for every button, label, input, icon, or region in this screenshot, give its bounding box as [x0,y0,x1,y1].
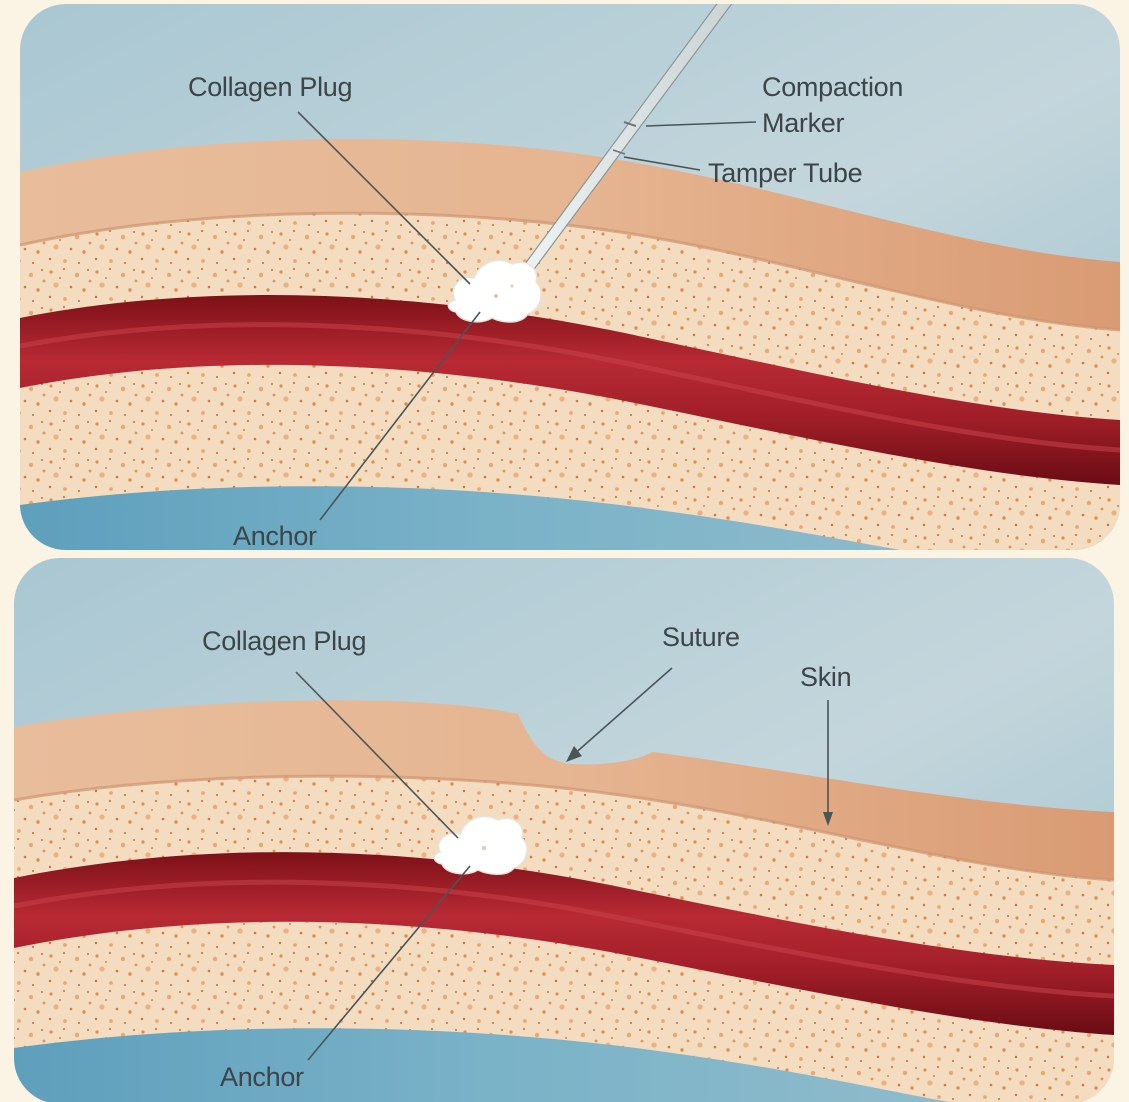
top-anchor-label: Anchor [233,521,317,551]
top-compaction-marker-label-line2: Marker [762,108,845,138]
bottom-suture-label: Suture [662,622,740,652]
top-collagen-plug-label: Collagen Plug [188,72,352,102]
bottom-collagen-plug-label: Collagen Plug [202,626,366,656]
top-panel: Collagen Plug Compaction Marker Tamper T… [20,0,1120,560]
bottom-panel: Collagen Plug Suture Skin Anchor [14,558,1114,1102]
bottom-skin-label: Skin [800,662,851,692]
top-compaction-marker-label-line1: Compaction [762,72,903,102]
bottom-anchor-label: Anchor [220,1062,304,1092]
top-tamper-tube-label: Tamper Tube [708,158,862,188]
